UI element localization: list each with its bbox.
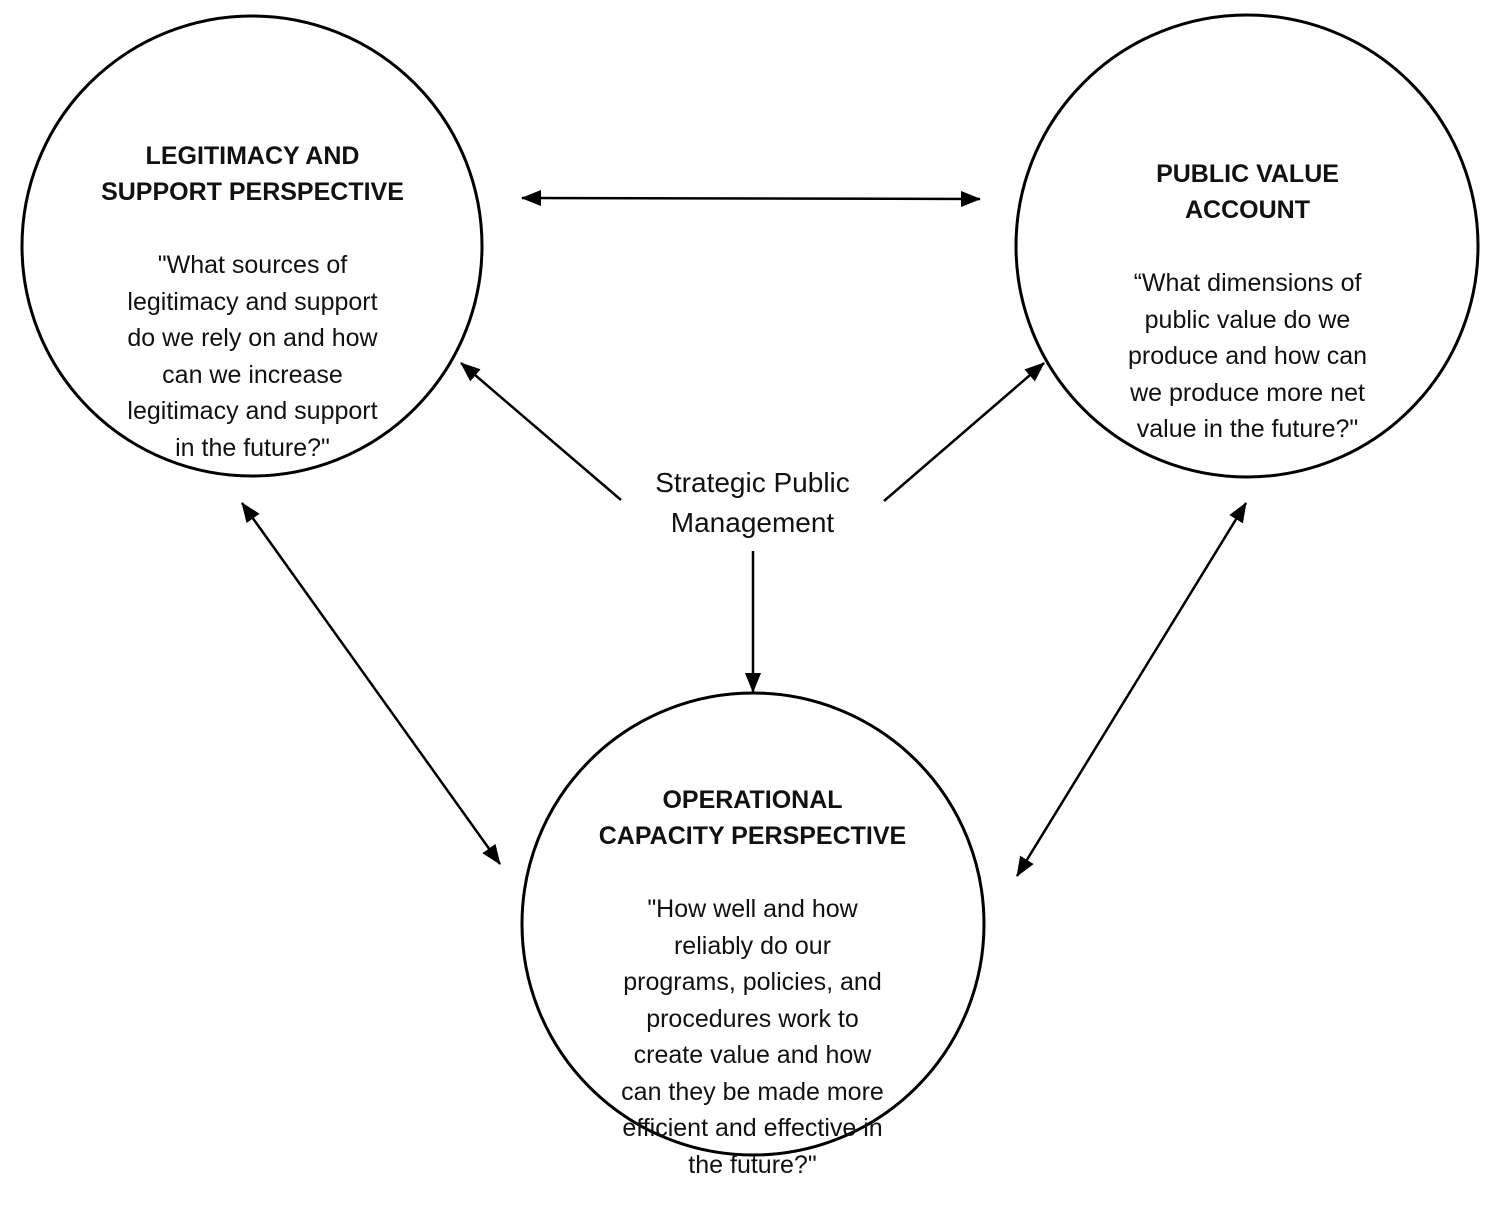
arrow-legitimacy-public-value <box>521 190 981 207</box>
arrow-public-value-operational <box>1015 502 1248 877</box>
public-value-title: PUBLIC VALUE ACCOUNT <box>1156 159 1339 225</box>
public-value-circle <box>1014 13 1480 479</box>
legitimacy-title: LEGITIMACY AND SUPPORT PERSPECTIVE <box>101 141 404 207</box>
public-value-node-text: PUBLIC VALUE ACCOUNT “What dimensions of… <box>1085 119 1410 484</box>
operational-question: "How well and how reliably do our progra… <box>621 895 884 1179</box>
arrow-legitimacy-operational <box>240 502 502 865</box>
public-value-question: “What dimensions of public value do we p… <box>1127 269 1368 443</box>
operational-circle <box>520 691 986 1157</box>
legitimacy-question: "What sources of legitimacy and support … <box>127 251 378 462</box>
arrow-center-to-legitimacy <box>460 362 622 501</box>
legitimacy-circle <box>20 14 484 478</box>
diagram-canvas <box>20 13 1480 1157</box>
legitimacy-node-text: LEGITIMACY AND SUPPORT PERSPECTIVE "What… <box>80 101 425 503</box>
operational-title: OPERATIONAL CAPACITY PERSPECTIVE <box>598 785 907 851</box>
operational-node-text: OPERATIONAL CAPACITY PERSPECTIVE "How we… <box>580 745 925 1220</box>
arrow-center-to-public-value <box>883 362 1045 502</box>
strategic-public-management-label: Strategic Public Management <box>655 467 850 538</box>
